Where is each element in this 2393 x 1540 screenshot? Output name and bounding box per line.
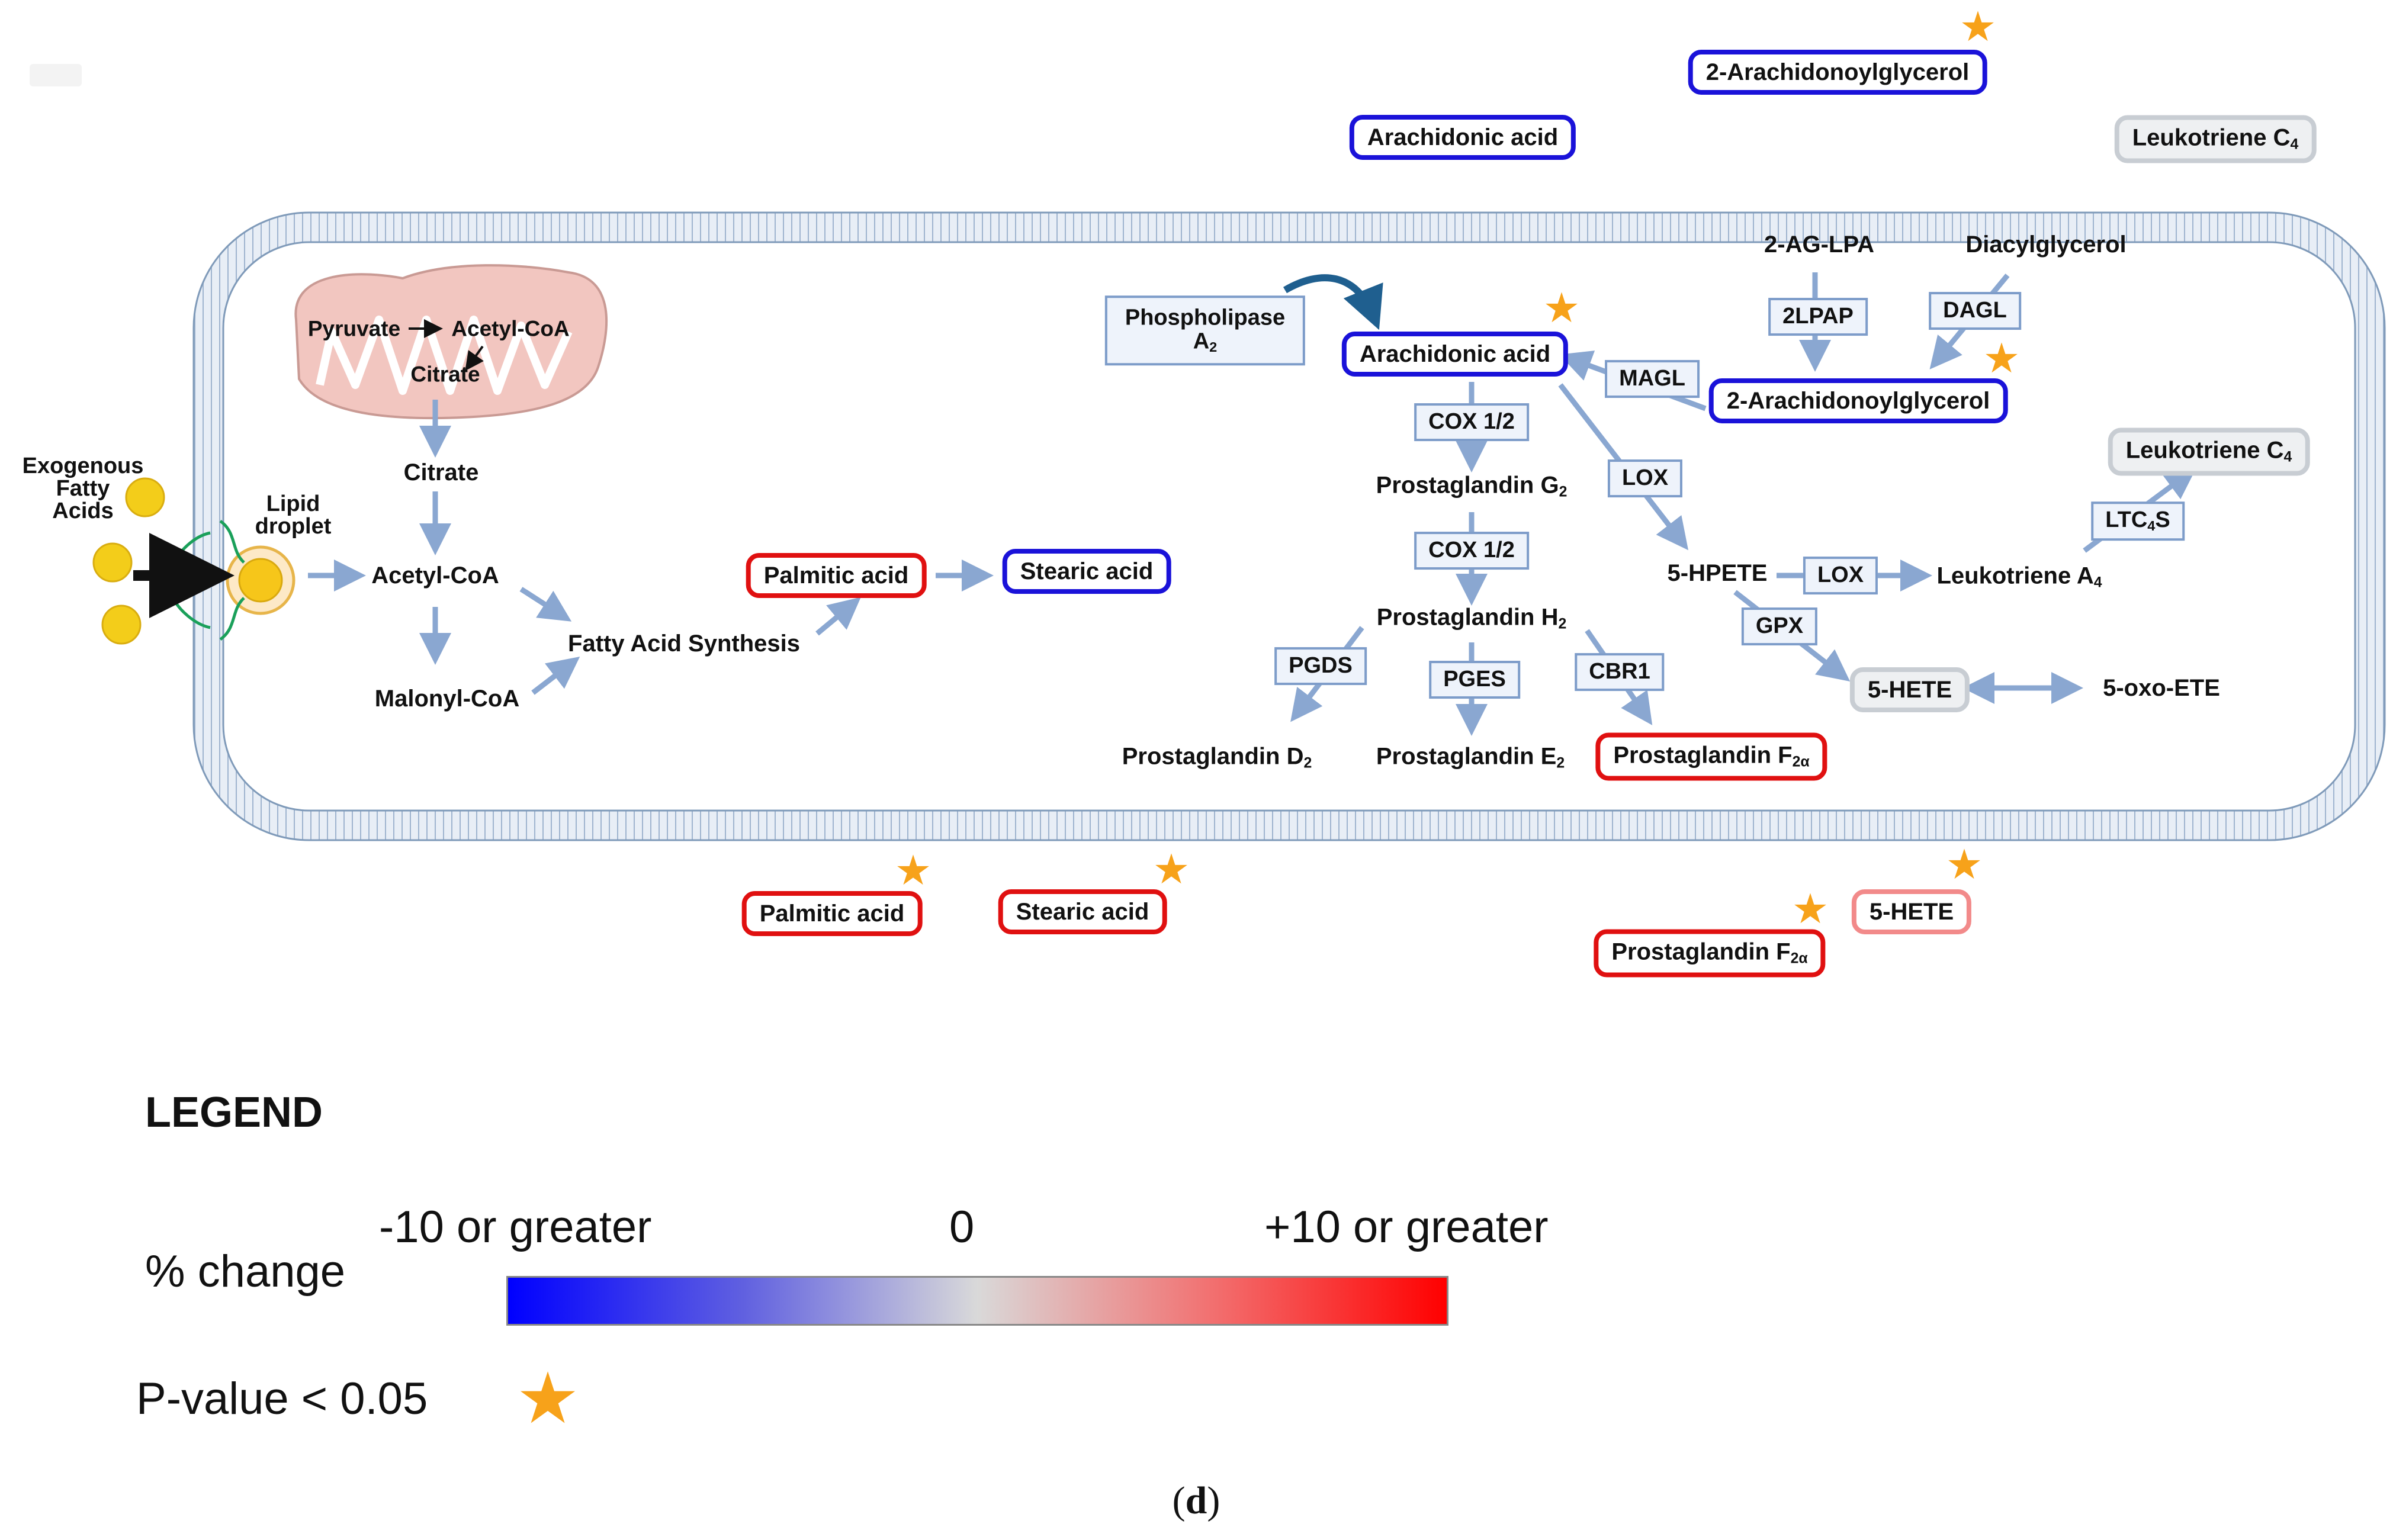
enzyme-pgds: PGDS bbox=[1274, 647, 1367, 685]
metabolite-stearic-acid-intracellular: Stearic acid bbox=[1002, 549, 1171, 594]
cell-membrane bbox=[194, 213, 2385, 840]
metabolite-palmitic-acid-intracellular: Palmitic acid bbox=[746, 553, 927, 598]
metabolite-stearic-acid-extracellular: Stearic acid bbox=[998, 889, 1167, 934]
legend-pvalue-label: P-value < 0.05 bbox=[136, 1374, 428, 1424]
metabolite-prostaglandin-f2a-intracellular: Prostaglandin F2α bbox=[1595, 732, 1827, 781]
label-prostaglandin-g2: Prostaglandin G2 bbox=[1376, 472, 1568, 500]
enzyme-cox-2: COX 1/2 bbox=[1414, 532, 1529, 570]
legend-high-label: +10 or greater bbox=[1264, 1202, 1549, 1252]
label-2-ag-lpa: 2-AG-LPA bbox=[1764, 232, 1874, 258]
figure-panel-caption: (d) bbox=[1172, 1479, 1220, 1522]
label-malonyl-coa: Malonyl-CoA bbox=[374, 686, 520, 712]
label-prostaglandin-h2: Prostaglandin H2 bbox=[1376, 604, 1567, 632]
label-acetyl-coa-mito: Acetyl-CoA bbox=[451, 316, 570, 341]
enzyme-ltc4s: LTC4S bbox=[2091, 501, 2185, 541]
enzyme-cox-1: COX 1/2 bbox=[1414, 403, 1529, 441]
enzyme-lox-2: LOX bbox=[1803, 557, 1878, 594]
faint-mark bbox=[30, 64, 82, 86]
legend-mid-label: 0 bbox=[949, 1202, 975, 1252]
metabolite-palmitic-acid-extracellular: Palmitic acid bbox=[741, 891, 923, 936]
label-5-hpete: 5-HPETE bbox=[1667, 560, 1768, 586]
legend-low-label: -10 or greater bbox=[379, 1202, 652, 1252]
significance-star-icon: ★ bbox=[1983, 335, 2021, 381]
metabolite-prostaglandin-f2a-extracellular: Prostaglandin F2α bbox=[1594, 929, 1826, 978]
legend-colorbar bbox=[506, 1276, 1448, 1326]
enzyme-pges: PGES bbox=[1429, 661, 1520, 699]
label-lipid-droplet: Lipid droplet bbox=[255, 491, 332, 539]
label-prostaglandin-e2: Prostaglandin E2 bbox=[1376, 743, 1565, 771]
legend-percent-change-label: % change bbox=[145, 1246, 346, 1297]
legend-star-icon: ★ bbox=[516, 1359, 580, 1438]
metabolite-5-hete-extracellular: 5-HETE bbox=[1851, 889, 1972, 934]
significance-star-icon: ★ bbox=[894, 847, 932, 893]
enzyme-magl: MAGL bbox=[1605, 360, 1700, 398]
significance-star-icon: ★ bbox=[1959, 4, 1997, 50]
metabolite-2ag-intracellular: 2-Arachidonoylglycerol bbox=[1708, 378, 2008, 423]
label-exogenous-fatty-acids: Exogenous Fatty Acids bbox=[22, 454, 144, 523]
phospholipase-arrow bbox=[1283, 274, 1383, 330]
label-prostaglandin-d2: Prostaglandin D2 bbox=[1122, 743, 1312, 771]
enzyme-dagl: DAGL bbox=[1929, 292, 2021, 330]
metabolite-leukotriene-c4-extracellular: Leukotriene C4 bbox=[2114, 115, 2317, 163]
mitochondrion-icon bbox=[294, 264, 608, 420]
label-pyruvate: Pyruvate bbox=[307, 316, 401, 341]
label-citrate-mito: Citrate bbox=[410, 362, 480, 387]
significance-star-icon: ★ bbox=[1152, 846, 1190, 892]
label-citrate: Citrate bbox=[403, 459, 479, 486]
metabolite-arachidonic-acid-intracellular: Arachidonic acid bbox=[1341, 332, 1569, 377]
metabolite-leukotriene-c4-intracellular: Leukotriene C4 bbox=[2108, 427, 2310, 476]
significance-star-icon: ★ bbox=[1791, 886, 1829, 932]
significance-star-icon: ★ bbox=[1543, 285, 1581, 331]
metabolite-2ag-extracellular-top: 2-Arachidonoylglycerol bbox=[1688, 50, 1987, 95]
metabolite-arachidonic-acid-extracellular: Arachidonic acid bbox=[1349, 115, 1576, 160]
label-diacylglycerol: Diacylglycerol bbox=[1965, 232, 2127, 258]
enzyme-lox-1: LOX bbox=[1607, 459, 1683, 497]
label-5-oxo-ete: 5-oxo-ETE bbox=[2103, 675, 2220, 701]
enzyme-2lpap: 2LPAP bbox=[1768, 298, 1868, 336]
metabolite-5-hete-intracellular: 5-HETE bbox=[1849, 667, 1970, 712]
enzyme-gpx: GPX bbox=[1741, 607, 1818, 645]
enzyme-cbr1: CBR1 bbox=[1575, 653, 1665, 691]
label-fatty-acid-synthesis: Fatty Acid Synthesis bbox=[568, 631, 800, 657]
label-leukotriene-a4: Leukotriene A4 bbox=[1936, 562, 2102, 591]
significance-star-icon: ★ bbox=[1945, 841, 1983, 888]
legend-title: LEGEND bbox=[145, 1089, 323, 1136]
fatty-acid-sphere-icons bbox=[92, 477, 165, 645]
label-acetyl-coa: Acetyl-CoA bbox=[371, 562, 499, 589]
